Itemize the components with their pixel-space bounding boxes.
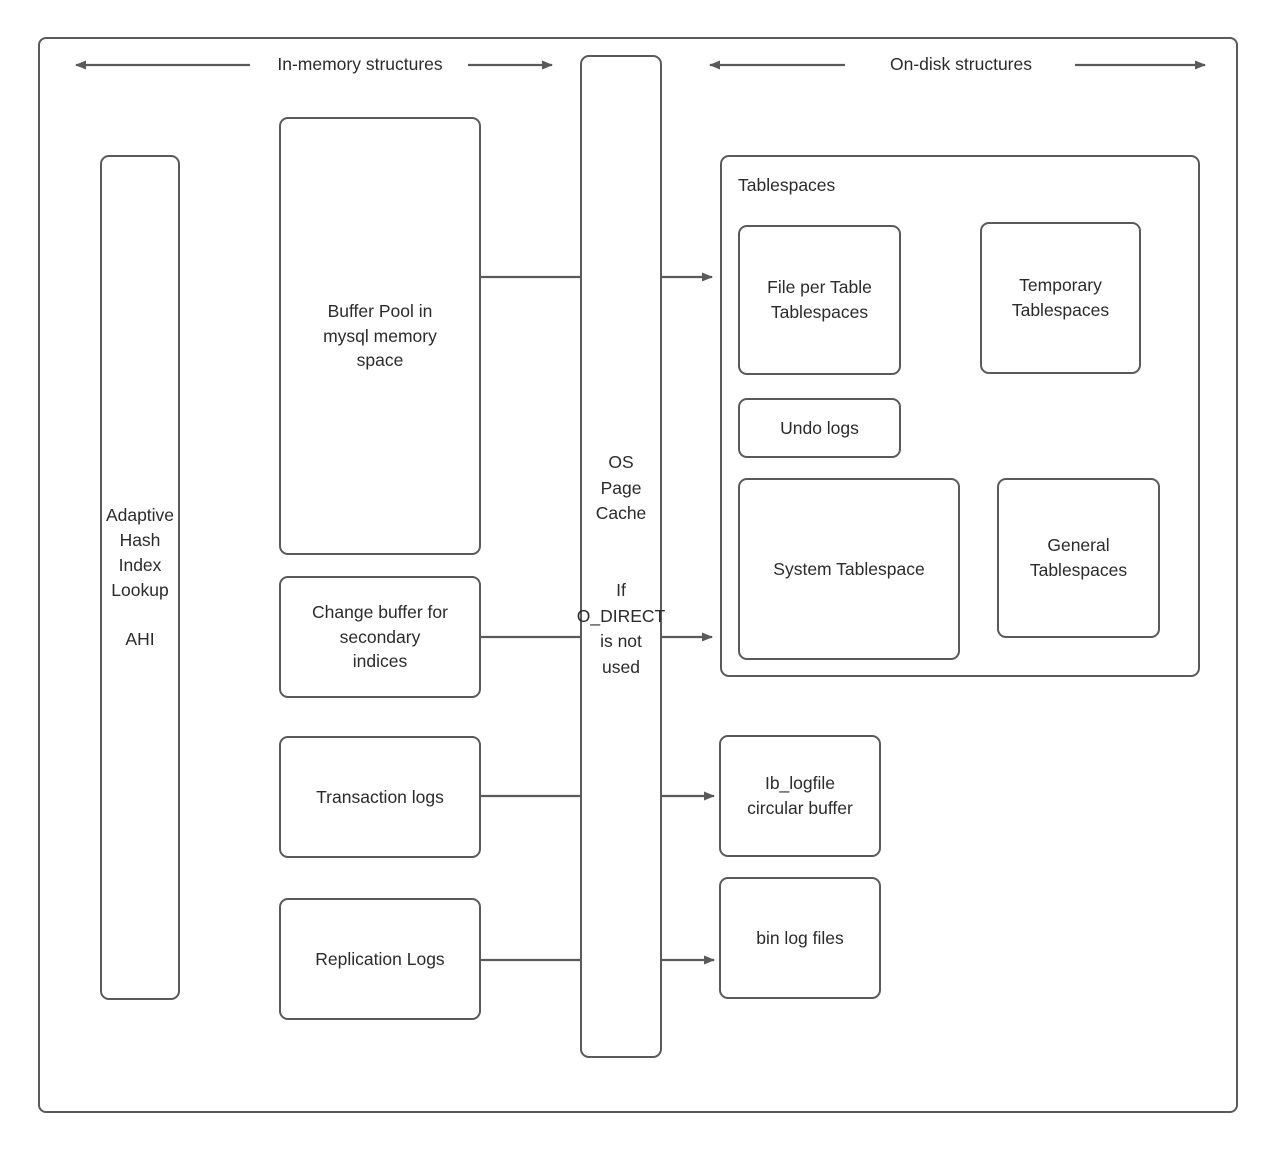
node-replication-logs-label: Replication Logs [315,948,445,969]
node-general-tablespaces-label: General Tablespaces [1029,535,1128,580]
node-os-page-cache[interactable] [580,55,662,1058]
node-replication-logs[interactable]: Replication Logs [279,898,481,1020]
node-adaptive-hash-index-label: Adaptive Hash Index Lookup AHI [105,504,175,650]
node-os-page-cache-title: OS Page Cache [595,452,647,524]
node-general-tablespaces[interactable]: General Tablespaces [997,478,1160,638]
band-label-on-disk: On-disk structures [890,54,1032,74]
node-transaction-logs[interactable]: Transaction logs [279,736,481,858]
node-undo-logs-label: Undo logs [780,417,859,438]
band-label-in-memory: In-memory structures [277,54,443,74]
node-bin-log-files[interactable]: bin log files [719,877,881,999]
node-temporary-tablespaces-label: Temporary Tablespaces [1011,275,1110,320]
node-change-buffer[interactable]: Change buffer for secondary indices [279,576,481,698]
node-ib-logfile-label: Ib_logfile circular buffer [747,773,853,818]
node-undo-logs[interactable]: Undo logs [738,398,901,458]
node-file-per-table-tablespaces-label: File per Table Tablespaces [767,277,872,322]
node-transaction-logs-label: Transaction logs [316,786,444,807]
node-buffer-pool-label: Buffer Pool in mysql memory space [323,300,437,371]
node-buffer-pool[interactable]: Buffer Pool in mysql memory space [279,117,481,555]
node-temporary-tablespaces[interactable]: Temporary Tablespaces [980,222,1141,374]
node-ib-logfile[interactable]: Ib_logfile circular buffer [719,735,881,857]
outer-frame [38,37,1238,1113]
node-file-per-table-tablespaces[interactable]: File per Table Tablespaces [738,225,901,375]
node-change-buffer-label: Change buffer for secondary indices [312,601,448,672]
node-system-tablespace[interactable]: System Tablespace [738,478,960,660]
node-os-page-cache-note: If O_DIRECT is not used [576,580,666,677]
group-tablespaces-title: Tablespaces [738,175,836,195]
node-system-tablespace-label: System Tablespace [773,558,925,579]
node-bin-log-files-label: bin log files [756,927,844,948]
node-adaptive-hash-index[interactable]: Adaptive Hash Index Lookup AHI [100,155,180,1000]
